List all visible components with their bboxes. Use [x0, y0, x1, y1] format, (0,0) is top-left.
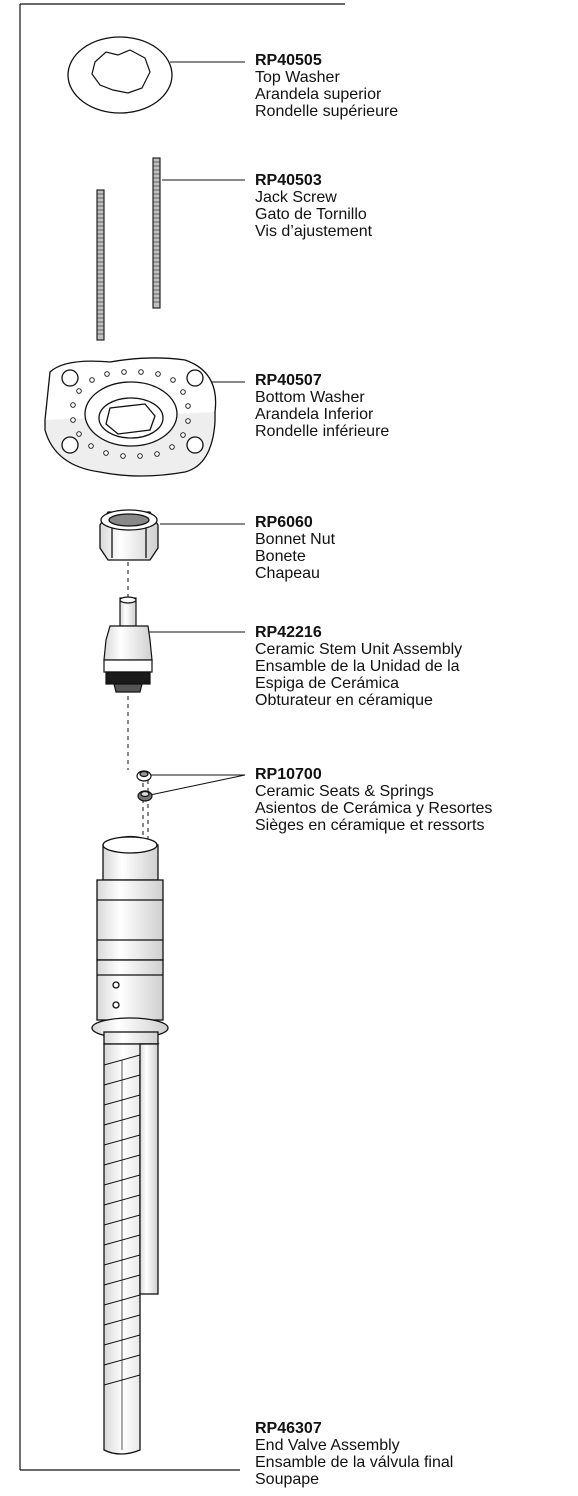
part-number: RP40507 [255, 372, 322, 389]
part-name-en: Bonnet Nut [255, 531, 336, 548]
part-name-es: Arandela superior [255, 86, 382, 103]
part-number: RP10700 [255, 766, 322, 783]
part-number: RP42216 [255, 624, 322, 641]
part-name-es: Asientos de Cerámica y Resortes [255, 800, 493, 817]
end-valve-drawing [91, 835, 169, 1455]
part-name-es: Gato de Tornillo [255, 206, 367, 223]
callout-rp40507: RP40507 Bottom Washer Arandela Inferior … [255, 372, 389, 440]
assembly-axis [127, 562, 149, 840]
part-name-en: End Valve Assembly [255, 1437, 400, 1454]
jack-screw-drawing [96, 157, 161, 341]
callout-rp10700: RP10700 Ceramic Seats & Springs Asientos… [255, 766, 492, 834]
top-washer-drawing [67, 36, 173, 114]
part-number: RP46307 [255, 1420, 322, 1437]
callout-rp42216: RP42216 Ceramic Stem Unit Assembly Ensam… [255, 624, 462, 709]
part-name-en: Ceramic Stem Unit Assembly [255, 641, 463, 658]
part-name-fr: Rondelle inférieure [255, 423, 390, 440]
part-name-fr: Sièges en céramique et ressorts [255, 817, 485, 834]
part-name-es: Arandela Inferior [255, 406, 374, 423]
part-name-es: Ensamble de la Unidad de la [255, 658, 460, 675]
ceramic-stem-drawing [103, 596, 153, 693]
part-name-en: Bottom Washer [255, 389, 365, 406]
part-name-fr: Soupape [255, 1471, 320, 1488]
leader-lines [148, 61, 246, 796]
callout-rp40505: RP40505 Top Washer Arandela superior Ron… [255, 52, 398, 120]
part-name-es: Bonete [255, 548, 306, 565]
callout-rp46307: RP46307 End Valve Assembly Ensamble de l… [255, 1420, 453, 1488]
part-name-fr: Obturateur en céramique [255, 692, 433, 709]
part-name-fr: Vis d’ajustement [255, 223, 373, 240]
part-name-en: Ceramic Seats & Springs [255, 783, 434, 800]
bottom-washer-drawing [44, 357, 217, 477]
part-name-fr: Chapeau [255, 565, 320, 582]
part-number: RP40503 [255, 172, 322, 189]
part-number: RP40505 [255, 52, 322, 69]
part-name-en: Jack Screw [255, 189, 337, 206]
part-name-en: Top Washer [255, 69, 340, 86]
callout-rp6060: RP6060 Bonnet Nut Bonete Chapeau [255, 514, 335, 582]
part-name-es: Ensamble de la válvula final [255, 1454, 454, 1471]
bonnet-nut-drawing [99, 509, 159, 561]
ceramic-seats-drawing [136, 770, 153, 802]
part-number: RP6060 [255, 514, 313, 531]
frame-bracket [19, 3, 345, 1471]
part-name-fr: Rondelle supérieure [255, 103, 399, 120]
callout-rp40503: RP40503 Jack Screw Gato de Tornillo Vis … [255, 172, 372, 240]
part-name-es-cont: Espiga de Cerámica [255, 675, 400, 692]
